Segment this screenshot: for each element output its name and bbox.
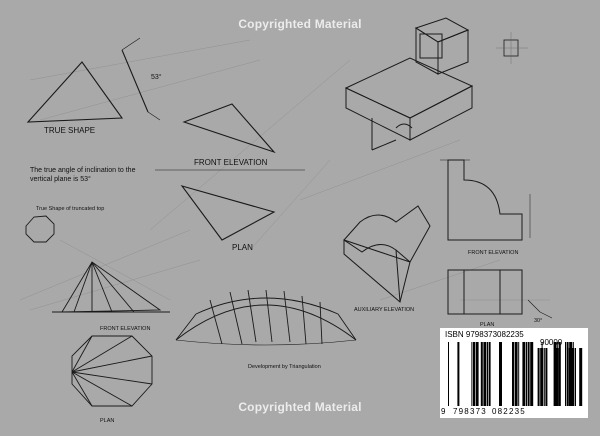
label-development: Development by Triangulation: [248, 364, 321, 370]
barcode-bar: [555, 348, 559, 406]
barcode-bar: [480, 342, 483, 406]
label-plan-right: PLAN: [480, 322, 495, 328]
barcode-bar: [540, 348, 544, 406]
lower-front-elevation: [52, 261, 170, 313]
ean-right-digits: 082235: [492, 407, 526, 416]
label-angle-30: 30°: [534, 318, 543, 324]
barcode-bar: [553, 342, 557, 406]
barcode-bar: [475, 342, 479, 406]
lower-plan: [71, 335, 153, 407]
barcode-bar: [499, 342, 502, 406]
label-front-elevation: FRONT ELEVATION: [194, 158, 268, 167]
right-plan: [447, 269, 523, 315]
barcode-bar: [530, 342, 534, 406]
isbn-text: ISBN 9798373082235: [445, 330, 524, 339]
barcode-bar: [543, 348, 545, 406]
truncated-top-shape: [25, 215, 55, 243]
barcode-bar: [457, 342, 460, 406]
barcode-bars: [448, 342, 583, 406]
label-auxiliary-elevation: AUXILIARY ELEVATION: [354, 307, 415, 313]
auxiliary-solid: [343, 205, 431, 303]
barcode-box: ISBN 9798373082235 90000 9 798373 082235: [440, 328, 588, 418]
true-shape-triangle: [26, 49, 149, 123]
isometric-block: [344, 17, 474, 151]
barcode-bar: [522, 342, 526, 406]
label-plan: PLAN: [232, 243, 253, 252]
small-square: [496, 32, 528, 64]
price-code: 90000: [540, 338, 563, 347]
barcode-bar: [514, 342, 518, 406]
label-plan-lower: PLAN: [100, 418, 115, 424]
barcode-bar: [575, 348, 576, 406]
barcode-bar: [473, 342, 475, 406]
barcode-bar: [471, 342, 473, 406]
label-front-elevation-lower: FRONT ELEVATION: [100, 326, 151, 332]
barcode-bar: [518, 342, 520, 406]
barcode-bar: [527, 342, 530, 406]
barcode-bar: [565, 342, 566, 406]
barcode-bar: [558, 342, 561, 406]
label-angle-53: 53°: [151, 74, 162, 81]
label-true-shape: TRUE SHAPE: [44, 126, 96, 135]
watermark-top: Copyrighted Material: [238, 17, 362, 31]
barcode-bar: [483, 342, 487, 406]
barcode-bar: [571, 348, 575, 406]
barcode-bar: [537, 348, 540, 406]
right-front-elevation: [440, 159, 531, 241]
watermark-bottom: Copyrighted Material: [238, 400, 362, 414]
barcode-bar: [526, 342, 527, 406]
barcode-bar: [579, 348, 583, 406]
barcode-bar: [512, 342, 514, 406]
plan-triangle: [180, 185, 276, 241]
label-front-elevation-right: FRONT ELEVATION: [468, 250, 519, 256]
barcode-bar: [568, 348, 571, 406]
barcode-bar: [448, 342, 449, 406]
barcode-bar: [487, 342, 488, 406]
ean-left-digits: 798373: [453, 407, 487, 416]
front-elevation-triangle: [182, 103, 276, 154]
label-truncated-top: True Shape of truncated top: [36, 206, 105, 212]
barcode-bar: [488, 342, 491, 406]
barcode-bar: [566, 342, 569, 406]
label-inclination-note: The true angle of inclination to the ver…: [30, 167, 136, 183]
barcode-bar: [545, 348, 548, 406]
development-shape: [175, 289, 357, 346]
ean-first-digit: 9: [441, 407, 446, 416]
